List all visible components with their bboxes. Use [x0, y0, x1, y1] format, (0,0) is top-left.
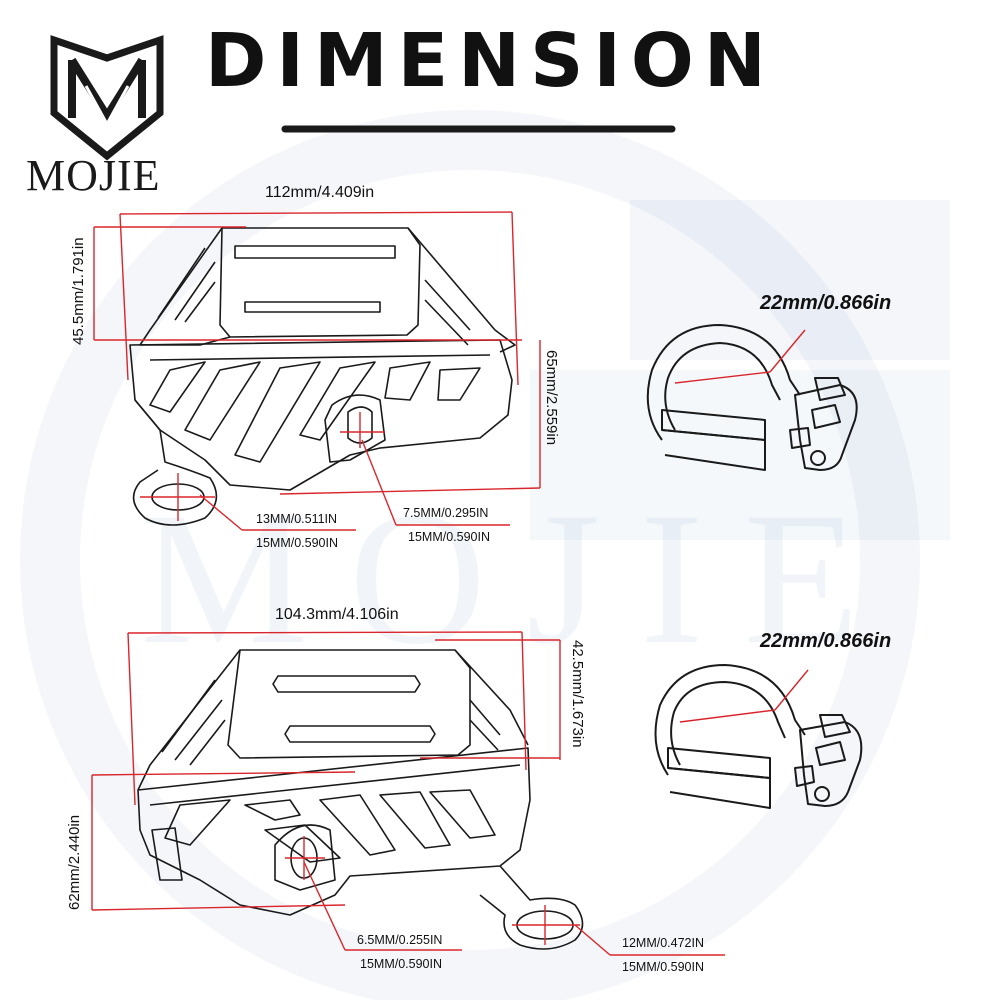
top-width-label: 112mm/4.409in [265, 184, 375, 201]
top-left-hole-label-a: 13MM/0.511IN [256, 512, 338, 526]
bottom-center-hole-label-b: 15MM/0.590IN [360, 957, 442, 971]
bottom-width-label: 104.3mm/4.106in [275, 606, 399, 623]
watermark-text: MOJIE [140, 474, 900, 684]
bottom-right-hole-label-a: 12MM/0.472IN [622, 936, 704, 950]
top-center-hole-label-a: 7.5MM/0.295IN [403, 506, 489, 520]
title-underline [281, 125, 676, 133]
top-center-hole-label-b: 15MM/0.590IN [408, 530, 490, 544]
clamp-bottom-label: 22mm/0.866in [760, 630, 892, 652]
bottom-right-hole-label-b: 15MM/0.590IN [622, 960, 704, 974]
clamp-top-label: 22mm/0.866in [760, 292, 892, 314]
top-left-hole-label-b: 15MM/0.590IN [256, 536, 338, 550]
page-title: DIMENSION [205, 18, 776, 104]
bottom-center-hole-label-a: 6.5MM/0.255IN [357, 933, 443, 947]
brand-name: MOJIE [26, 151, 161, 200]
mojie-logo-icon [50, 35, 164, 161]
